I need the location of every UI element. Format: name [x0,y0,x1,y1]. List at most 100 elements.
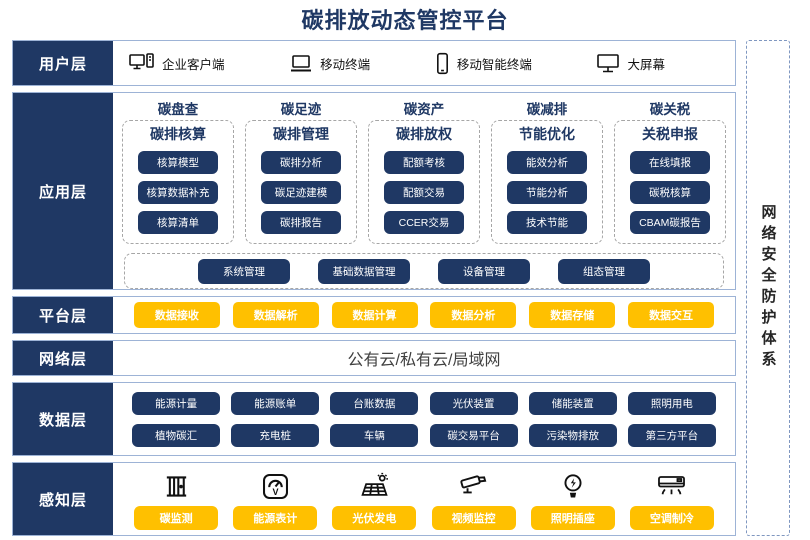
layer-label-network: 网络层 [13,341,113,375]
user-item-big-screen: 大屏幕 [596,53,665,74]
sense-label: 碳监测 [134,506,219,530]
layer-row-platform: 平台层 数据接收 数据解析 数据计算 数据分析 数据存储 数据交互 [12,296,736,334]
app-module-title: 碳排核算 [150,126,206,142]
sense-item-lighting-socket: 照明插座 [530,472,615,530]
light-bulb-icon [564,474,582,498]
app-function-pill: 碳排分析 [261,151,341,174]
layer-label-user: 用户层 [13,41,113,85]
app-module-title: 节能优化 [519,126,575,142]
platform-pill: 数据计算 [331,302,418,328]
app-module-title: 碳排放权 [396,126,452,142]
common-module-pill: 设备管理 [438,258,530,284]
air-conditioner-icon [658,476,686,495]
user-item-label: 大屏幕 [627,57,665,72]
app-column-carbon-footprint: 碳足迹 碳排管理 碳排分析 碳足迹建模 碳排报告 [245,98,357,244]
sense-item-air-conditioning: 空调制冷 [629,472,714,530]
app-column-carbon-tariff: 碳关税 关税申报 在线填报 碳税核算 CBAM碳报告 [614,98,726,244]
common-module-pill: 基础数据管理 [318,258,410,284]
layer-label-data: 数据层 [13,383,113,455]
data-source-pill: 碳交易平台 [429,423,518,447]
sense-item-energy-meter: V 能源表计 [233,472,318,530]
sense-label: 视频监控 [431,506,516,530]
page-title: 碳排放动态管控平台 [301,8,509,33]
data-source-pill: 车辆 [330,423,419,447]
user-item-label: 移动终端 [320,57,371,72]
user-layer-content: 企业客户端 移动终端 移动智能终端 大屏幕 [113,41,735,85]
application-layer-content: 碳盘查 碳排核算 核算模型 核算数据补充 核算清单 碳足迹 碳排管理 碳排分析 … [113,93,735,289]
sense-item-video-surveillance: 视频监控 [431,472,516,530]
app-function-pill: 碳足迹建模 [261,181,341,204]
sense-item-solar-power: 光伏发电 [332,472,417,530]
app-module-box: 节能优化 能效分析 节能分析 技术节能 [491,120,603,244]
app-category: 碳关税 [649,102,691,117]
app-module-box: 碳排管理 碳排分析 碳足迹建模 碳排报告 [245,120,357,244]
layer-row-network: 网络层 公有云/私有云/局域网 [12,340,736,376]
layer-row-application: 应用层 碳盘查 碳排核算 核算模型 核算数据补充 核算清单 碳足迹 碳排管理 碳… [12,92,736,290]
layer-label-perception: 感知层 [13,463,113,535]
data-row: 植物碳汇 充电桩 车辆 碳交易平台 污染物排放 第三方平台 [121,423,727,447]
app-function-pill: CBAM碳报告 [630,211,710,234]
app-module-box: 碳排核算 核算模型 核算数据补充 核算清单 [122,120,234,244]
app-category: 碳减排 [526,102,568,117]
layer-label-platform: 平台层 [13,297,113,333]
sense-label: 照明插座 [530,506,615,530]
network-layer-text: 公有云/私有云/局域网 [347,352,501,369]
user-item-enterprise-client: 企业客户端 [129,53,225,73]
platform-pill: 数据分析 [430,302,517,328]
data-source-pill: 能源账单 [231,391,320,415]
perception-layer-content: 碳监测 V 能源表计 光伏发电 [113,463,735,537]
data-source-pill: 植物碳汇 [132,423,221,447]
user-item-label: 企业客户端 [162,57,225,72]
application-columns: 碳盘查 碳排核算 核算模型 核算数据补充 核算清单 碳足迹 碳排管理 碳排分析 … [122,98,726,244]
solar-panel-icon [361,472,388,496]
big-screen-icon [597,53,620,72]
app-function-pill: 核算数据补充 [138,181,218,204]
app-function-pill: 核算模型 [138,151,218,174]
layer-row-perception: 感知层 碳监测 V 能源表计 光伏发电 [12,462,736,536]
app-function-pill: 配额交易 [384,181,464,204]
smartphone-icon [436,52,448,74]
sense-label: 空调制冷 [629,506,714,530]
app-function-pill: 碳排报告 [261,211,341,234]
app-module-title: 关税申报 [642,126,698,142]
layer-label-application: 应用层 [13,93,113,289]
user-item-mobile-terminal: 移动终端 [289,54,370,73]
data-source-pill: 储能装置 [528,391,617,415]
app-module-box: 关税申报 在线填报 碳税核算 CBAM碳报告 [614,120,726,244]
sense-label: 光伏发电 [332,506,417,530]
desktop-pc-icon [129,53,154,70]
platform-pill: 数据接收 [133,302,220,328]
app-category: 碳足迹 [280,102,322,117]
svg-text:V: V [272,487,278,497]
data-source-pill: 第三方平台 [627,423,716,447]
app-column-carbon-asset: 碳资产 碳排放权 配额考核 配额交易 CCER交易 [368,98,480,244]
security-system-box: 网络安全防护体系 [746,40,790,536]
app-column-carbon-inventory: 碳盘查 碳排核算 核算模型 核算数据补充 核算清单 [122,98,234,244]
app-column-carbon-reduction: 碳减排 节能优化 能效分析 节能分析 技术节能 [491,98,603,244]
app-function-pill: 碳税核算 [630,181,710,204]
user-item-smart-mobile-terminal: 移动智能终端 [435,52,532,75]
cctv-camera-icon [460,475,487,494]
app-module-title: 碳排管理 [273,126,329,142]
app-function-pill: 核算清单 [138,211,218,234]
carbon-monitor-icon [166,476,186,497]
app-module-box: 碳排放权 配额考核 配额交易 CCER交易 [368,120,480,244]
energy-meter-icon: V [262,473,288,500]
app-function-pill: 配额考核 [384,151,464,174]
layer-row-data: 数据层 能源计量 能源账单 台账数据 光伏装置 储能装置 照明用电 植物碳汇 充… [12,382,736,456]
layer-row-user: 用户层 企业客户端 移动终端 移动智能终端 大屏幕 [12,40,736,86]
common-module-pill: 组态管理 [558,258,650,284]
user-item-label: 移动智能终端 [456,57,532,72]
laptop-icon [291,54,312,71]
data-source-pill: 充电桩 [231,423,320,447]
data-source-pill: 污染物排放 [528,423,617,447]
app-function-pill: 在线填报 [630,151,710,174]
platform-pill: 数据解析 [232,302,319,328]
app-category: 碳资产 [403,102,445,117]
app-function-pill: CCER交易 [384,211,464,234]
data-source-pill: 照明用电 [627,391,716,415]
sense-label: 能源表计 [233,506,318,530]
sense-item-carbon-monitoring: 碳监测 [134,472,219,530]
data-row: 能源计量 能源账单 台账数据 光伏装置 储能装置 照明用电 [121,391,727,415]
data-source-pill: 能源计量 [132,391,221,415]
